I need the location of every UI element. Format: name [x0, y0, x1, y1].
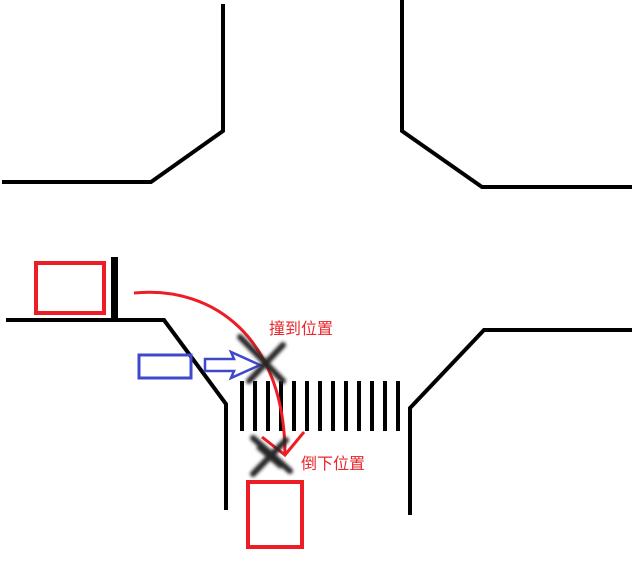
impact-mark	[237, 334, 286, 384]
crosswalk-stripe	[240, 381, 244, 431]
motorcycle-box	[137, 353, 193, 380]
car-start-box	[34, 261, 106, 315]
road-edges	[2, 0, 632, 515]
crosswalk-stripe	[305, 381, 309, 431]
road-edge-top-left	[2, 4, 225, 184]
crosswalk-stripe	[331, 381, 335, 431]
car-trajectory-arc	[133, 290, 287, 456]
motorcycle-direction-arrow	[203, 349, 264, 381]
crosswalk-stripe	[318, 381, 322, 431]
stop-line	[111, 257, 118, 321]
crosswalk-stripe	[266, 381, 270, 431]
crosswalk	[240, 381, 400, 431]
fall-mark	[250, 435, 293, 477]
crosswalk-stripe	[396, 381, 400, 431]
car-trajectory-arrowhead	[261, 431, 306, 458]
crosswalk-stripe	[253, 381, 257, 431]
impact-position-label: 撞到位置	[269, 319, 334, 338]
road-edge-bottom-right	[408, 328, 632, 515]
crosswalk-stripe	[383, 381, 387, 431]
crosswalk-stripe	[370, 381, 374, 431]
crosswalk-stripe	[292, 381, 296, 431]
road-edge-top-right	[400, 0, 632, 189]
fall-position-label: 倒下位置	[301, 454, 366, 473]
road-edge-bottom-left	[6, 318, 228, 510]
crosswalk-stripe	[344, 381, 348, 431]
car-end-box	[246, 480, 304, 549]
crosswalk-stripe	[357, 381, 361, 431]
